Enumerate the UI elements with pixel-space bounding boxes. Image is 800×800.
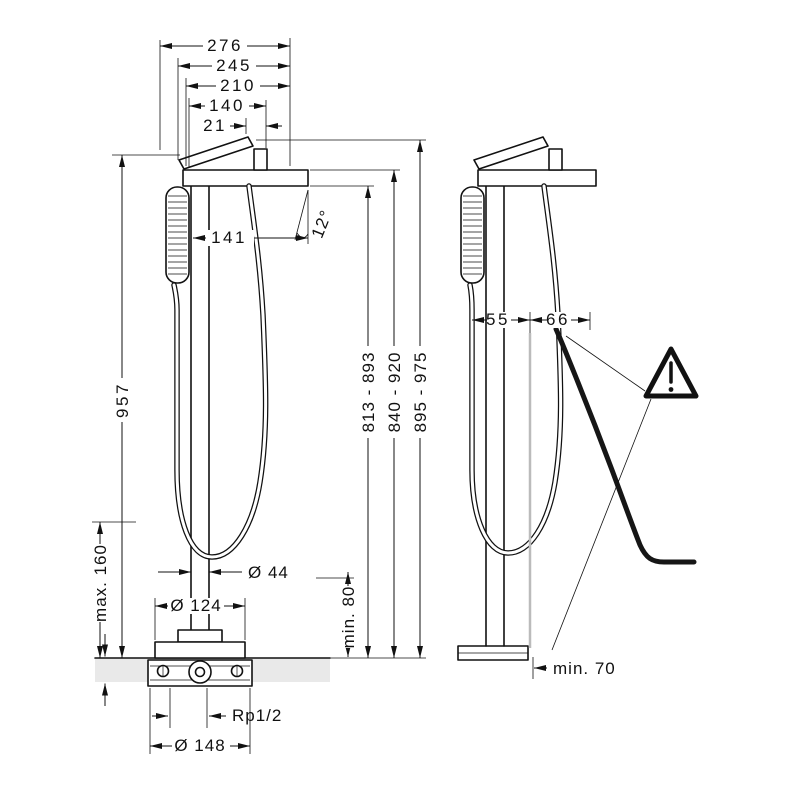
dim-210-label: 210 [220, 76, 256, 95]
right-view: 55 66 min. 70 [457, 136, 699, 679]
dim-957-label: 957 [113, 382, 132, 418]
dim-245-label: 245 [216, 56, 252, 75]
dimension-lines: 55 66 min. 70 [472, 310, 616, 679]
dim-21-label: 21 [203, 116, 227, 135]
floor-mounting-unit [147, 659, 253, 687]
min-80-label: min. 80 [339, 586, 358, 649]
faucet-outline [473, 136, 597, 647]
range-813-label: 813 - 893 [359, 352, 378, 433]
base-plate [457, 645, 529, 661]
dimension-lines: 276 245 210 140 21 957 max. 160 813 - 89… [91, 36, 431, 755]
dia-124-label: Ø 124 [170, 596, 221, 615]
range-895-label: 895 - 975 [411, 352, 430, 433]
spout-angle-reference [294, 189, 309, 241]
lever-handle [178, 136, 254, 170]
min-70-label: min. 70 [553, 659, 616, 678]
hand-shower [165, 186, 190, 284]
leader-line-top [565, 335, 646, 392]
dim-140-label: 140 [209, 96, 245, 115]
max-160-label: max. 160 [91, 544, 110, 622]
left-view: 276 245 210 140 21 957 max. 160 813 - 89… [91, 36, 431, 755]
diverter-knob [253, 148, 268, 171]
lever-handle [473, 136, 549, 170]
spout [477, 169, 597, 187]
escutcheon-base [154, 641, 246, 659]
dim-276-label: 276 [207, 36, 243, 55]
dia-148-label: Ø 148 [174, 736, 225, 755]
faucet-outline [154, 136, 309, 659]
center-connector [188, 660, 212, 684]
hand-shower [460, 186, 485, 284]
diverter-knob [548, 148, 563, 171]
shower-hose [171, 183, 269, 560]
dia-44-label: Ø 44 [248, 563, 289, 582]
dim-141-label: 141 [211, 228, 247, 247]
warning-icon [643, 346, 699, 399]
exclamation-dot [668, 387, 674, 392]
shower-hose [467, 183, 564, 556]
spout [182, 169, 309, 187]
thread-rp-label: Rp1/2 [232, 706, 282, 725]
dim-66-label: 66 [546, 310, 570, 329]
angle-12-label: 12° [308, 207, 336, 241]
escutcheon-collar [177, 629, 223, 643]
angle-arc [296, 232, 309, 239]
pulled-out-hose [553, 326, 697, 565]
dim-55-label: 55 [486, 310, 510, 329]
range-840-label: 840 - 920 [385, 352, 404, 433]
leader-line-bottom [551, 398, 652, 651]
